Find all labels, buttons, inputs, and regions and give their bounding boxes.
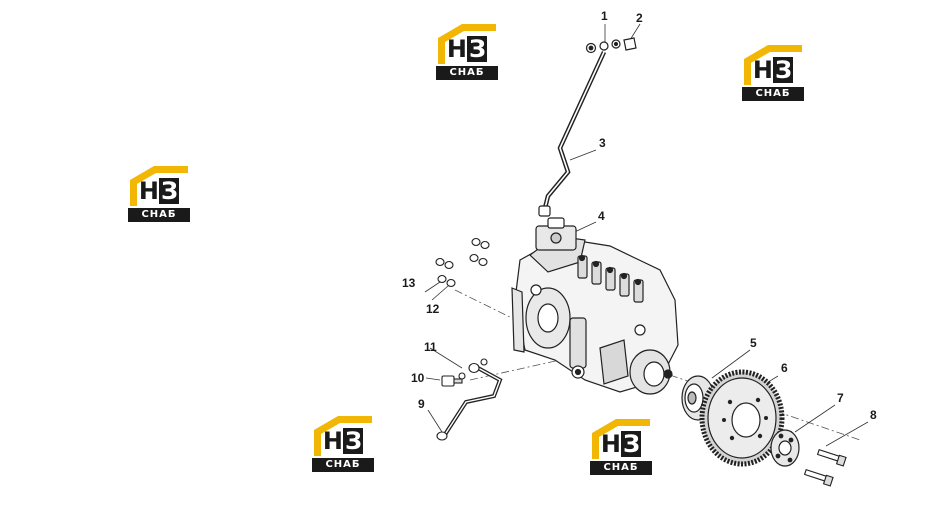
callout-6: 6 [781, 361, 788, 375]
logo-roof-icon [438, 24, 496, 64]
callout-5: 5 [750, 336, 757, 350]
callout-13: 13 [402, 276, 416, 290]
injection-pump [511, 217, 679, 395]
callout-10: 10 [411, 371, 425, 385]
callout-12: 12 [426, 302, 440, 316]
top-fittings [585, 37, 637, 54]
lock-plate [770, 429, 800, 467]
callout-2: 2 [636, 11, 643, 25]
mounting-nuts [435, 237, 490, 288]
callout-4: 4 [598, 209, 605, 223]
callout-9: 9 [418, 397, 425, 411]
leader-lines [424, 23, 869, 447]
callout-8: 8 [870, 408, 877, 422]
logo-subtext: СНАБ [436, 66, 498, 80]
pump-drive-gear [699, 369, 785, 467]
callout-11: 11 [424, 340, 437, 354]
callout-7: 7 [837, 391, 844, 405]
gear-bolts [803, 449, 847, 487]
return-pipe-fittings [436, 358, 488, 441]
return-pipe [442, 366, 503, 438]
callout-3: 3 [599, 136, 606, 150]
logo-subtext: СНАБ [590, 461, 652, 475]
logo-subtext: СНАБ [128, 208, 190, 222]
pipe-end-fitting [538, 205, 551, 217]
logo-roof-icon [744, 45, 802, 85]
logo-subtext: СНАБ [742, 87, 804, 101]
logo-roof-icon [314, 416, 372, 456]
callout-1: 1 [601, 9, 608, 23]
high-pressure-pipe [541, 51, 607, 213]
logo-subtext: СНАБ [312, 458, 374, 472]
logo-roof-icon [592, 419, 650, 459]
logo-roof-icon [130, 166, 188, 206]
